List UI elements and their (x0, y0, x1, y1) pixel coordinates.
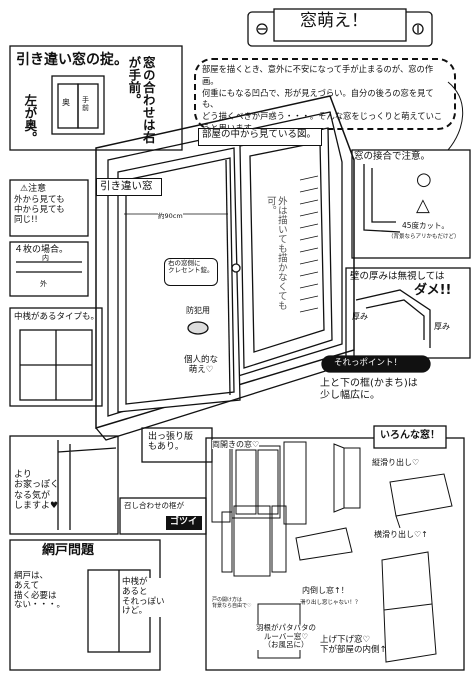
bad-mark: △ (416, 195, 430, 216)
four-label-in: 内 (42, 254, 49, 262)
personal-note: 個人的な 萌え♡ (184, 355, 219, 375)
screen-left-text: 網戸は、 あえて 描く必要は ない・・・。 (14, 571, 66, 611)
page-title: 窓萌え！ (300, 11, 368, 31)
small-window-rule (51, 75, 105, 135)
intro-bubble (194, 58, 456, 130)
louver-label: 羽根がパタパタの ルーバー窓♡ （お風呂に） (256, 623, 316, 650)
bad-note: 45度カット。 (402, 221, 449, 230)
label-back: 奥 (62, 98, 70, 107)
screen-right-text: 中桟が あると それっぽい けど。 (122, 577, 165, 618)
bad-sub: （背景ならアリかもだけど） (388, 234, 460, 240)
header-plate (247, 8, 433, 47)
screen-title: 網戸問題 (42, 543, 95, 558)
width-label: 約90cm (158, 212, 183, 221)
casement-label: 両開きの窓♡ (212, 440, 260, 450)
wall-title: 壁の厚みは無視しては (350, 271, 445, 282)
bohan-label: 防犯用 (186, 306, 210, 315)
main-caption-box (198, 128, 322, 146)
type-label: 引き違い窓 (100, 180, 153, 192)
point-text: 上と下の框(かまち)は 少し幅広に。 (320, 378, 418, 401)
label-front: 手前 (82, 96, 89, 113)
vertical-slide-label: 縦滑り出し♡ (372, 458, 420, 467)
horizontal-slide-label: 横滑り出し♡↑ (374, 530, 428, 539)
variety-title: いろんな窓！ (380, 430, 440, 441)
vertical-note: 外は描いても描かなくても可。 (264, 196, 287, 310)
intro-text: 部屋を描くとき、意外に不安になって手が止まるのが、窓の作画。 何重にもなる凹凸で… (202, 64, 443, 133)
overlap-note: 召し合わせの框が (124, 501, 184, 510)
main-caption: 部屋の中から見ている図。 (202, 129, 317, 140)
crescent-note: 右の窓側に クレセント錠。 (168, 259, 214, 275)
rule-title: 引き違い窓の掟。 (16, 52, 128, 68)
rule-left-text: 左が奥。 (22, 94, 38, 144)
type-label-box (96, 178, 162, 196)
point-badge: それっポイント！ (334, 358, 403, 368)
four-heading: ４枚の場合。 (14, 245, 69, 255)
shutter-note: 戸の開け方は 背景なら自由で♡ (212, 597, 252, 609)
inward-label: 内倒し窓↑！ (302, 586, 349, 595)
overlap-emph-bg (166, 516, 202, 530)
rule-right-text: 窓の合わせは右が手前。 (126, 56, 156, 144)
house-note: より お家っぽく なる気が しますよ♥ (14, 470, 60, 512)
crescent-note-box (164, 258, 218, 286)
caution-text: 外から見ても 中から見ても 同じ!! (14, 195, 65, 225)
variety-drawings (211, 441, 453, 663)
mullion-text: 中桟があるタイプも。 (14, 312, 100, 322)
wall-label-b: 厚み (434, 322, 450, 331)
sill-note: 出っ張り版 もあり。 (148, 432, 194, 453)
caution-heading: ⚠注意 (20, 184, 47, 194)
wall-label-a: 厚み (352, 312, 368, 321)
double-hung-label: 上げ下げ窓♡ 下が部屋の内側↑ (320, 635, 387, 655)
joint-title: 窓の接合で注意。 (354, 151, 431, 162)
inward-sub: 滑り出し窓じゃない！？ (300, 600, 361, 606)
four-label-out: 外 (40, 280, 47, 288)
main-window-drawing (95, 95, 355, 441)
good-mark: ○ (416, 169, 432, 190)
wall-emph: ダメ!! (414, 283, 452, 298)
mullion-window (19, 329, 93, 401)
overlap-emph: ゴツイ (170, 517, 198, 527)
